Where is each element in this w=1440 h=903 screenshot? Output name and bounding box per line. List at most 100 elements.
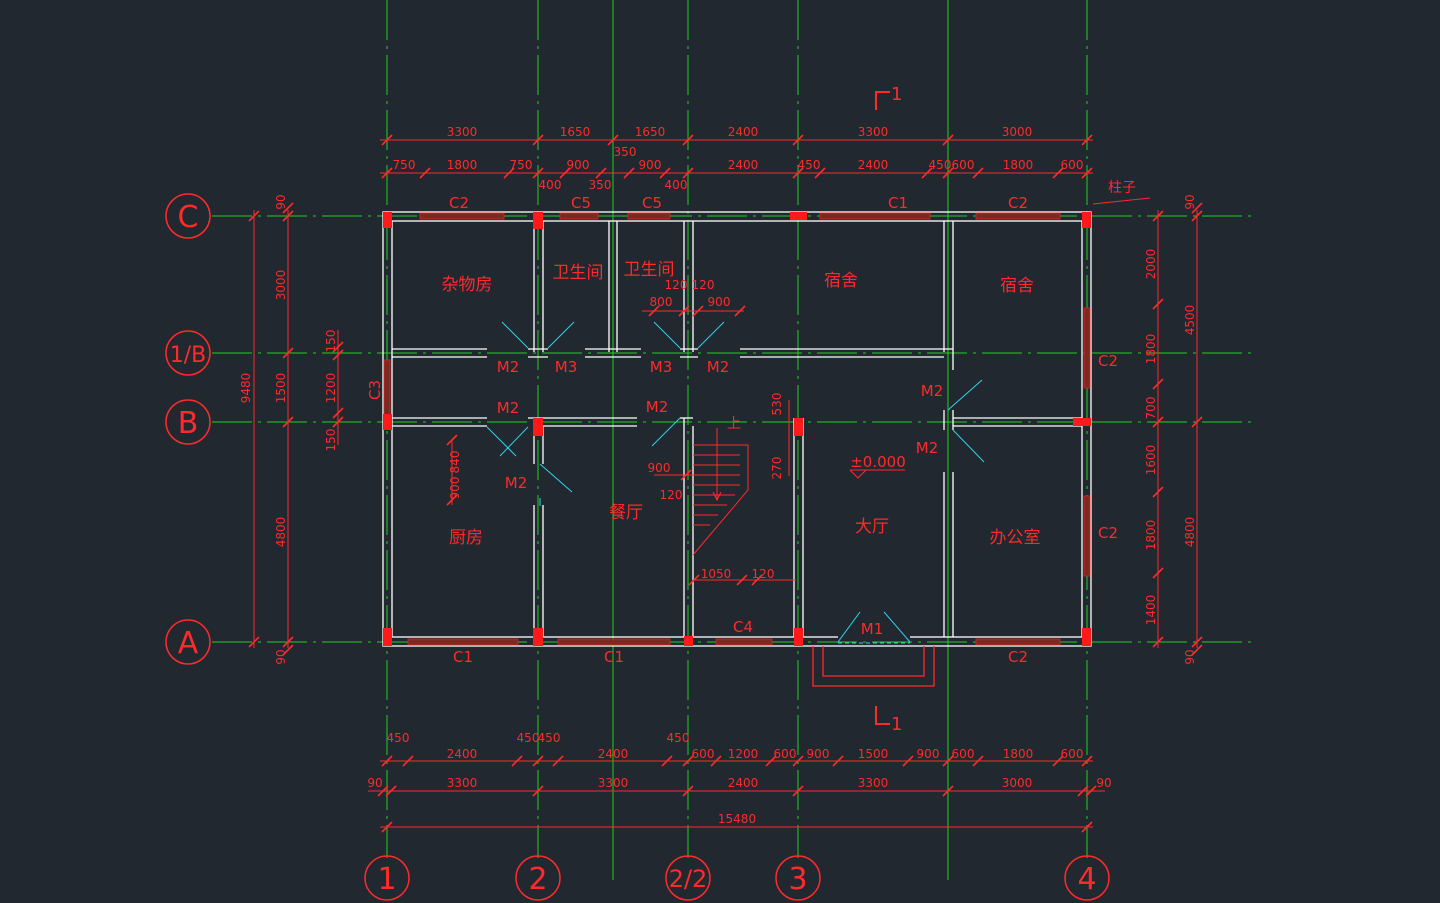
door-label: M1 xyxy=(861,620,884,638)
dim-text: 3300 xyxy=(858,125,889,139)
column-note: 柱子 xyxy=(1108,180,1136,196)
dim-text: 350 xyxy=(614,145,637,159)
axis-bubble-1 xyxy=(364,855,410,901)
dim-text: 1600 xyxy=(1144,445,1158,476)
dimension-ticks xyxy=(248,134,1203,833)
axis-label-4: 4 xyxy=(1077,862,1096,897)
room-bathroom-2: 卫生间 xyxy=(624,260,675,280)
dim-text: 1200 xyxy=(728,747,759,761)
room-bathroom-1: 卫生间 xyxy=(553,263,604,283)
stair-up-label: 上 xyxy=(727,416,741,432)
dim-text: 450 xyxy=(798,158,821,172)
dim-text: 900 xyxy=(917,747,940,761)
dim-text: 350 xyxy=(589,178,612,192)
dim-text: 120 xyxy=(665,278,688,292)
dim-text: 600 xyxy=(1061,158,1084,172)
window-label: C4 xyxy=(733,618,753,636)
dim-text: 450 xyxy=(667,731,690,745)
dim-text: 900 xyxy=(807,747,830,761)
dim-text: 90 xyxy=(274,649,288,664)
section-marks xyxy=(875,91,890,725)
dim-text: 1800 xyxy=(1144,334,1158,365)
door-label: M3 xyxy=(650,358,673,376)
door-label: M2 xyxy=(505,474,528,492)
dim-text: 270 xyxy=(770,457,784,480)
window-label: C2 xyxy=(1098,352,1118,370)
dim-text: 4800 xyxy=(274,517,288,548)
door-label: M3 xyxy=(555,358,578,376)
axis-label-A: A xyxy=(178,626,199,661)
dim-text: 1650 xyxy=(635,125,666,139)
room-dorm-2: 宿舍 xyxy=(1000,276,1034,296)
dim-text: 450 xyxy=(517,731,540,745)
axis-bubble-A xyxy=(165,619,211,665)
dim-text: 700 xyxy=(1144,397,1158,420)
dim-text: 15480 xyxy=(718,812,756,826)
axis-bubble-2 xyxy=(515,855,561,901)
dim-text: 2400 xyxy=(858,158,889,172)
dim-text: 3300 xyxy=(598,776,629,790)
dim-text: 1800 xyxy=(1144,520,1158,551)
dim-text: 4800 xyxy=(1183,517,1197,548)
dim-text: 3000 xyxy=(1002,776,1033,790)
dim-text: 1050 xyxy=(701,567,732,581)
dim-text: 600 xyxy=(952,158,975,172)
room-office: 办公室 xyxy=(990,528,1041,548)
dim-text: 90 xyxy=(1183,649,1197,664)
dim-text: 450 xyxy=(929,158,952,172)
dim-text: 600 xyxy=(952,747,975,761)
dim-text: 450 xyxy=(387,731,410,745)
dim-text: 600 xyxy=(692,747,715,761)
dim-text: 2400 xyxy=(728,125,759,139)
columns xyxy=(383,212,1091,646)
door-label: M2 xyxy=(921,382,944,400)
section-mark-bottom: 1 xyxy=(891,714,902,735)
room-dorm-1: 宿舍 xyxy=(824,271,858,291)
door-label: M2 xyxy=(646,398,669,416)
window-label: C5 xyxy=(642,194,662,212)
dim-text: 3000 xyxy=(1002,125,1033,139)
dim-text: 1650 xyxy=(560,125,591,139)
axis-label-1B: 1/B xyxy=(170,343,207,368)
dim-text: 2400 xyxy=(728,158,759,172)
room-dining: 餐厅 xyxy=(609,503,643,523)
dim-text: 840 xyxy=(448,451,462,474)
dim-text: 9480 xyxy=(239,373,253,404)
dim-text: 4500 xyxy=(1183,305,1197,336)
dim-text: 1800 xyxy=(1003,747,1034,761)
dim-text: 400 xyxy=(539,178,562,192)
door-label: M2 xyxy=(916,439,939,457)
axis-bubble-B xyxy=(165,399,211,445)
dim-text: 150 xyxy=(324,429,338,452)
section-mark-top: 1 xyxy=(891,84,902,105)
window-label: C1 xyxy=(888,194,908,212)
axis-bubble-1B xyxy=(165,330,211,376)
dim-text: 90 xyxy=(1183,194,1197,209)
dim-text: 120 xyxy=(692,278,715,292)
door-label: M2 xyxy=(497,399,520,417)
dim-text: 750 xyxy=(510,158,533,172)
axis-label-C: C xyxy=(178,200,199,235)
dim-text: 2400 xyxy=(598,747,629,761)
dim-text: 530 xyxy=(770,393,784,416)
dim-text: 2400 xyxy=(728,776,759,790)
dim-text: 1500 xyxy=(274,373,288,404)
dim-text: 1500 xyxy=(858,747,889,761)
window-label: C2 xyxy=(1098,524,1118,542)
dim-text: 900 xyxy=(708,295,731,309)
window-label: C3 xyxy=(366,380,384,400)
dim-text: 90 xyxy=(367,776,382,790)
dim-text: 1400 xyxy=(1144,595,1158,626)
dim-text: 3300 xyxy=(447,776,478,790)
dim-text: 150 xyxy=(324,330,338,353)
room-hall: 大厅 xyxy=(855,517,889,537)
room-storage: 杂物房 xyxy=(442,275,493,295)
axis-label-2: 2 xyxy=(528,862,547,897)
axis-label-3: 3 xyxy=(788,862,807,897)
dim-text: 450 xyxy=(538,731,561,745)
dim-text: 2000 xyxy=(1144,249,1158,280)
elevation-symbol xyxy=(849,469,905,479)
window-label: C2 xyxy=(1008,648,1028,666)
room-kitchen: 厨房 xyxy=(449,528,483,548)
